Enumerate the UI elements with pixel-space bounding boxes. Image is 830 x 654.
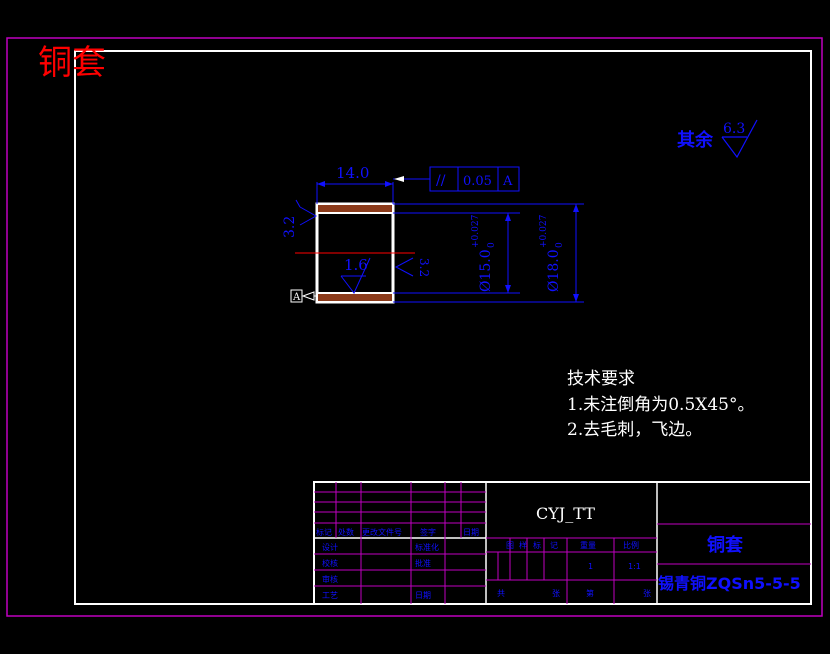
sheet-label2: 张	[643, 589, 651, 598]
datum-label: A	[292, 292, 301, 303]
hatch-bottom	[318, 293, 392, 301]
row-label-4: 日期	[463, 528, 479, 537]
notes-heading: 技术要求	[567, 369, 635, 389]
roughness-right: 3.2	[417, 258, 431, 277]
drawing-title: 铜套	[38, 43, 106, 83]
sheet-no: 第	[586, 588, 594, 598]
stage-header-0: 图	[506, 541, 514, 550]
label-date: 日期	[415, 591, 431, 600]
surface-rest-label: 其余	[677, 129, 714, 151]
tolerance-frame	[429, 166, 520, 192]
sheet-total: 共	[497, 589, 505, 598]
title-block	[313, 481, 812, 605]
dim-outer-tol-lower: 0	[555, 242, 565, 248]
dim-inner-tol-lower: 0	[487, 242, 497, 248]
outer-frame	[6, 37, 823, 617]
label-standardize: 标准化	[415, 542, 439, 552]
scale: 1:1	[628, 562, 641, 571]
dim-length: 14.0	[336, 164, 369, 182]
quantity: 1	[588, 562, 593, 571]
stage-header-3: 记	[550, 541, 558, 550]
stage-header-1: 样	[519, 540, 527, 550]
dim-inner-tol-upper: +0.027	[471, 214, 481, 248]
sheet-label: 张	[552, 589, 560, 598]
roughness-left: 3.2	[282, 216, 298, 238]
dim-outer-tol-upper: +0.027	[539, 214, 549, 248]
stage-header-2: 标	[533, 540, 541, 550]
label-check: 校核	[322, 558, 338, 568]
label-craft: 工艺	[322, 591, 338, 600]
row-label-1: 处数	[338, 527, 354, 537]
tolerance-value: 0.05	[463, 174, 492, 189]
stage-header-5: 比例	[623, 540, 639, 550]
dim-outer-diameter: Ø18.0	[546, 249, 562, 292]
surface-rest-symbol	[721, 119, 758, 159]
part-name: 铜套	[707, 534, 743, 556]
notes-line1: 1.未注倒角为0.5X45°。	[567, 395, 755, 415]
tolerance-symbol: //	[436, 173, 446, 189]
hatch-top	[318, 205, 392, 213]
roughness-inner: 1.6	[344, 256, 368, 274]
label-review: 审核	[322, 574, 338, 584]
row-label-3: 签字	[420, 527, 436, 537]
notes-line2: 2.去毛刺，飞边。	[567, 420, 702, 440]
dim-inner-diameter: Ø15.0	[478, 249, 494, 292]
row-label-0: 标记	[316, 527, 332, 537]
label-approved: 批准	[415, 558, 431, 568]
tolerance-datum: A	[502, 174, 513, 189]
row-label-2: 更改文件号	[362, 527, 402, 537]
material: 锡青铜ZQSn5-5-5	[658, 574, 801, 593]
stage-header-4: 重量	[580, 540, 596, 550]
surface-rest-value: 6.3	[723, 121, 745, 137]
label-design: 设计	[322, 542, 338, 552]
drawing-code: CYJ_TT	[536, 504, 595, 523]
